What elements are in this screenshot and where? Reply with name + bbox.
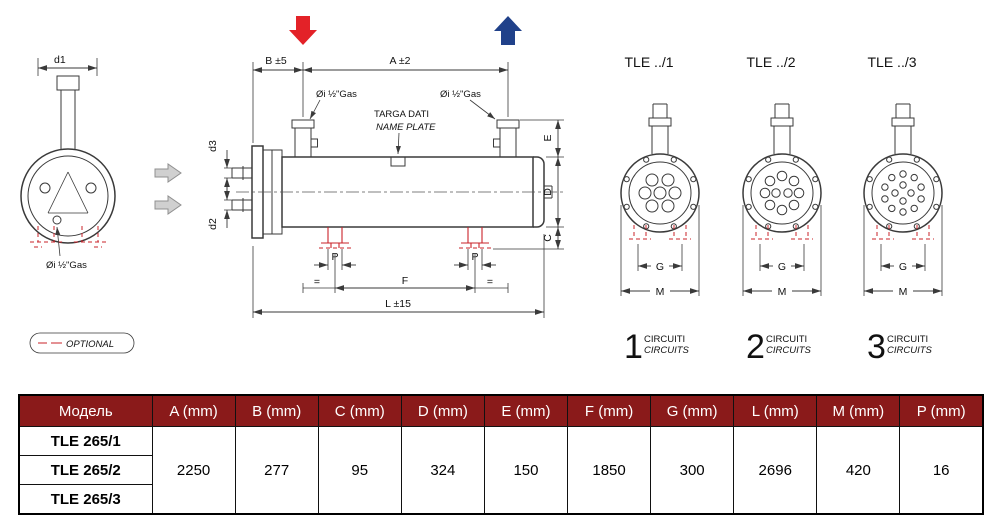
value-cell-m: 420 [816,426,901,515]
circuit-count: 3 [867,328,886,366]
technical-drawing: d1 Øi ½"Gas B ±5 A ±2 Øi ½"Gas Øi ½"Gas [20,16,943,366]
dim-c-label: C [542,234,554,242]
dimensions-table: Модель A (mm) B (mm) C (mm) D (mm) E (mm… [18,394,984,515]
main-side-view: B ±5 A ±2 Øi ½"Gas Øi ½"Gas TARGA DATI N… [154,16,566,318]
header-cell-b: B (mm) [234,394,319,427]
dim-g-label: G [899,261,907,273]
value-cell-d: 324 [400,426,485,515]
model-cell: TLE 265/1 [18,426,153,456]
nameplate-label-it: TARGA DATI [374,109,429,120]
value-cell-c: 95 [317,426,402,515]
end-view-3-title: TLE ../3 [867,54,916,70]
circuits-label-en: CIRCUITS [766,345,812,356]
circuits-label-it: CIRCUITI [887,334,928,345]
dimensions-table-container: Модель A (mm) B (mm) C (mm) D (mm) E (mm… [18,394,984,515]
left-view-feet [30,226,106,248]
dim-e-label: E [542,134,554,141]
end-view-2-title: TLE ../2 [746,54,795,70]
name-plate [390,156,406,167]
dim-f-label: F [402,275,408,287]
tube-holes [759,170,805,216]
mounting-feet [319,227,491,249]
table-row: TLE 265/3 [18,484,983,515]
optional-legend-label: OPTIONAL [66,339,114,350]
gas-right-label: Øi ½"Gas [440,89,481,100]
left-gas-label: Øi ½"Gas [46,260,87,271]
model-cell: TLE 265/2 [18,455,153,485]
header-cell-e: E (mm) [483,394,569,427]
tube-holes [638,173,682,213]
bolt-holes [866,156,940,230]
equal-mark-left: = [314,276,320,288]
nameplate-label-en: NAME PLATE [376,122,436,133]
outlet-arrow-icon [494,16,522,45]
header-cell-f: F (mm) [566,394,652,427]
header-cell-g: G (mm) [650,394,735,427]
dim-m-label: M [899,286,908,298]
circuit-count: 2 [746,328,765,366]
dim-g-label: G [778,261,786,273]
table-row: TLE 265/2 [18,455,983,485]
dim-m-label: M [656,286,665,298]
header-cell-c: C (mm) [317,394,402,427]
header-cell-d: D (mm) [400,394,485,427]
top-nozzles [291,119,520,157]
end-view-1: TLE ../1 G M 1 CIRCUITI CIRCUITS [620,54,700,366]
value-cell-f: 1850 [566,426,652,515]
model-cell: TLE 265/3 [18,484,153,515]
gas-left-label: Øi ½"Gas [316,89,357,100]
value-cell-e: 150 [483,426,569,515]
side-stubs [231,166,252,212]
dim-d3-label: d3 [207,140,219,152]
circuits-label-it: CIRCUITI [644,334,685,345]
value-cell-g: 300 [650,426,735,515]
bolt-holes [745,156,819,230]
header-cell-p: P (mm) [899,394,984,427]
circuits-label-en: CIRCUITS [887,345,933,356]
header-cell-l: L (mm) [733,394,818,427]
circuits-label-it: CIRCUITI [766,334,807,345]
stub-flow-arrow-lower-icon [154,195,182,215]
dim-l-label: L ±15 [385,298,411,310]
tube-holes [881,170,925,216]
header-cell-a: A (mm) [151,394,236,427]
dim-m-label: M [778,286,787,298]
optional-legend: OPTIONAL [29,332,135,354]
end-view-2: TLE ../2 G M 2 CIRCUITI CIRCUITS [742,54,822,366]
dim-d1-label: d1 [54,54,66,66]
stub-flow-arrow-upper-icon [154,163,182,183]
bolt-holes [623,156,697,230]
dim-g-label: G [656,261,664,273]
table-header-row: Модель A (mm) B (mm) C (mm) D (mm) E (mm… [18,394,984,427]
circuits-label-en: CIRCUITS [644,345,690,356]
header-cell-model: Модель [18,394,153,427]
left-end-view: d1 Øi ½"Gas [20,54,116,271]
dim-d-label: D [542,188,554,196]
header-cell-m: M (mm) [816,394,901,427]
equal-mark-right: = [487,276,493,288]
value-cell-p: 16 [899,426,984,515]
end-view-1-title: TLE ../1 [624,54,673,70]
dim-a-label: A ±2 [390,55,411,67]
table-row: TLE 265/1 2250 277 95 324 150 1850 300 2… [18,426,984,515]
dim-b-label: B ±5 [265,55,287,67]
inlet-arrow-icon [289,16,317,45]
value-cell-b: 277 [234,426,319,515]
value-cell-l: 2696 [733,426,818,515]
end-view-3: TLE ../3 G M 3 CIRCUIT [863,54,943,366]
value-cell-a: 2250 [151,426,236,515]
circuit-count: 1 [624,328,643,366]
dim-d2-label: d2 [207,218,219,230]
